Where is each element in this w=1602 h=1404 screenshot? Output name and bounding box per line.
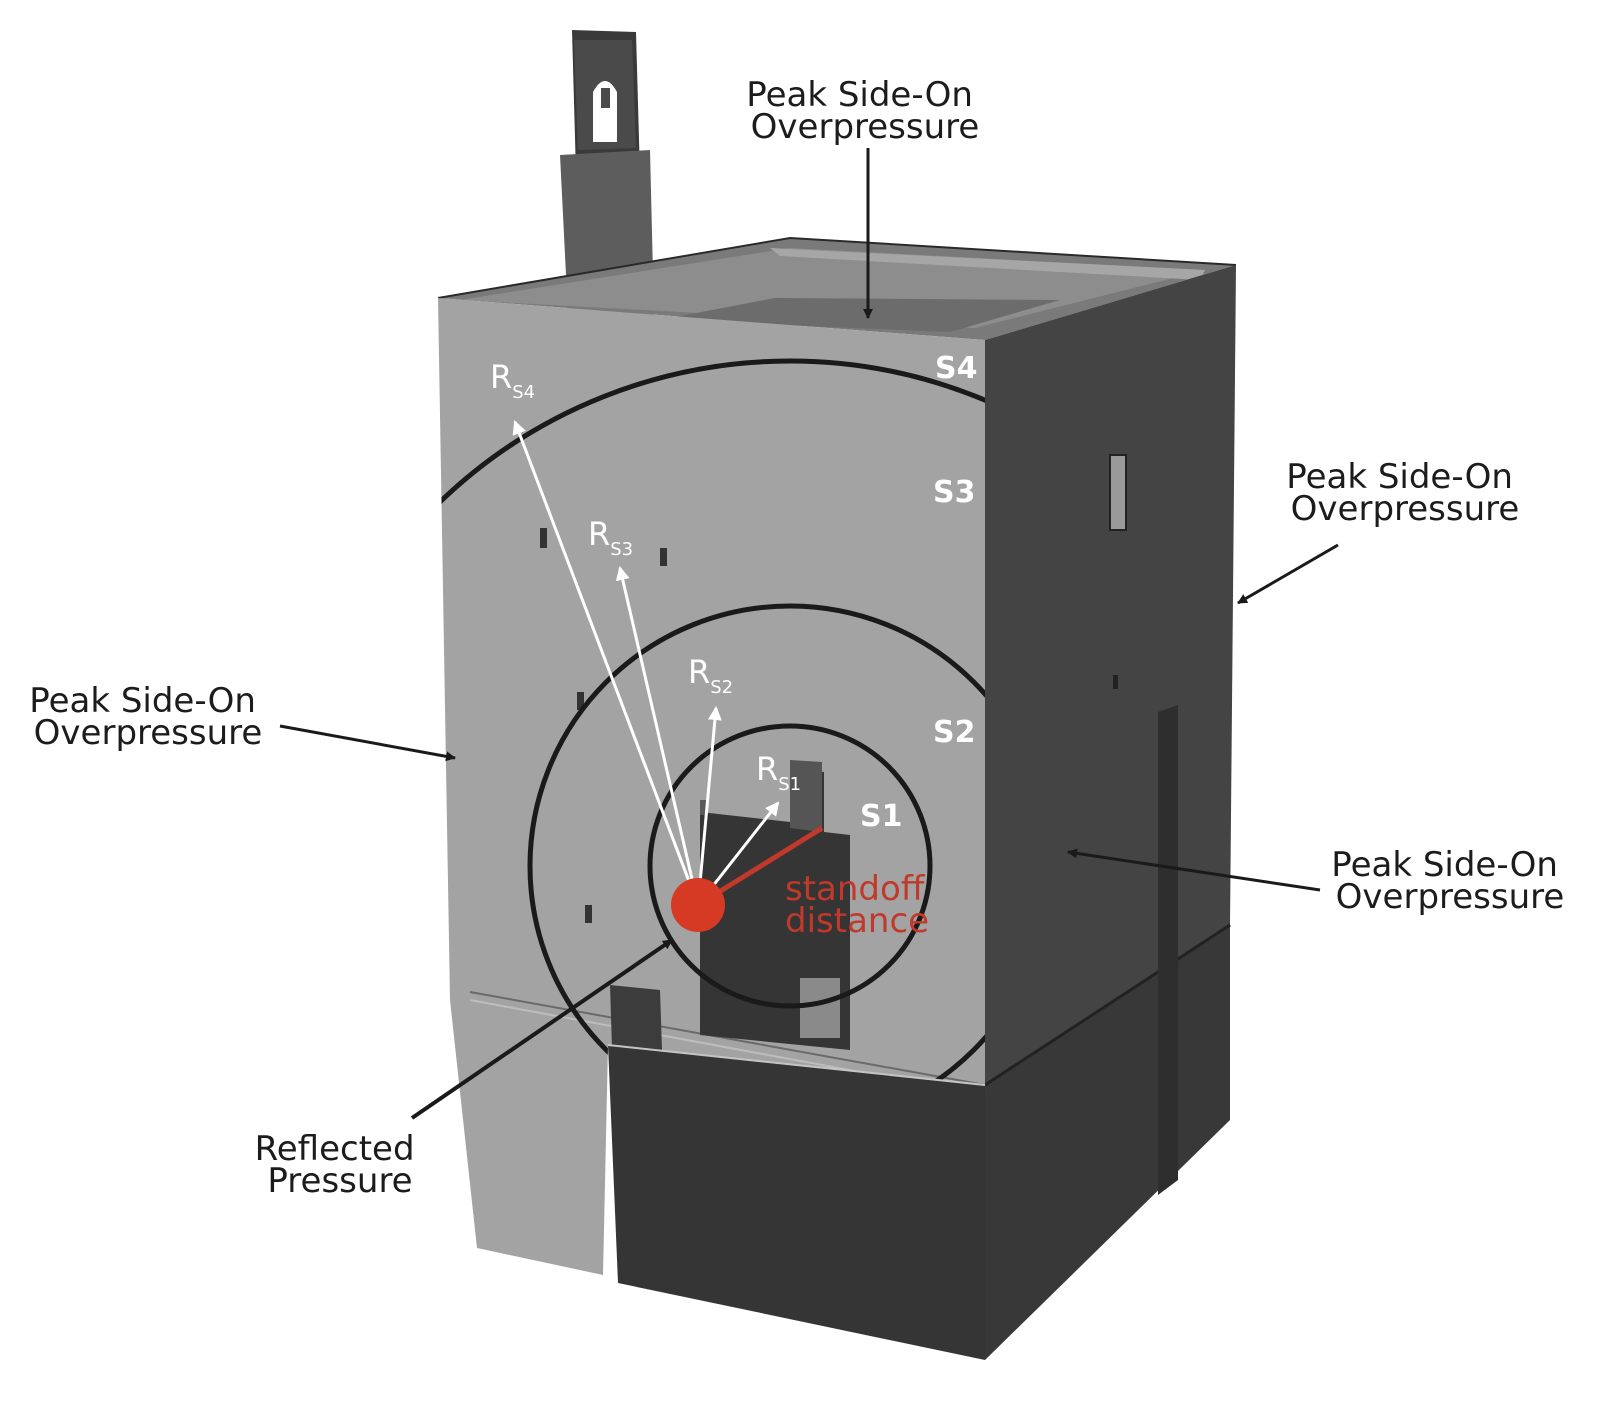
svg-text:Peak Side-On Overpressur: Peak Side-On Overpressure xyxy=(1331,845,1568,917)
zone-label-s4: S4 xyxy=(935,351,977,386)
radius-label-s1: RS1 xyxy=(756,750,801,795)
side-pilaster xyxy=(1158,705,1178,1195)
ring-s1 xyxy=(647,723,933,1009)
zone-label-s2: S2 xyxy=(933,715,975,750)
callout-right-lower: Peak Side-On Overpressure xyxy=(1067,845,1568,917)
radius-label-s4: RS4 xyxy=(490,358,535,403)
zone-label-s1: S1 xyxy=(860,799,902,834)
radius-arrow-s2 xyxy=(696,706,722,906)
standoff-label: standoff distance xyxy=(785,869,935,941)
chimney-opening xyxy=(593,81,617,142)
inner-partition xyxy=(610,760,850,1050)
zone-label-s3: S3 xyxy=(933,475,975,510)
callout-right-upper: Peak Side-On Overpressure xyxy=(1237,457,1523,605)
radius-arrow-s3 xyxy=(615,566,700,906)
radius-arrows xyxy=(512,420,780,906)
roof xyxy=(437,236,1237,340)
svg-text:Peak Side-On Overpressur: Peak Side-On Overpressure xyxy=(746,75,983,147)
radius-label-s2: RS2 xyxy=(688,653,733,698)
radius-labels: RS4 RS3 RS2 RS1 xyxy=(490,358,801,795)
radius-arrow-s4 xyxy=(512,420,700,906)
side-window xyxy=(1109,454,1127,531)
charge xyxy=(671,878,725,932)
callout-top: Peak Side-On Overpressure xyxy=(746,75,983,319)
callout-left: Peak Side-On Overpressure xyxy=(29,681,456,762)
svg-text:Reflected Pressure: Reflected Pressure xyxy=(255,1129,426,1201)
side-wall xyxy=(984,265,1236,1360)
radius-label-s3: RS3 xyxy=(588,515,633,560)
svg-text:Peak Side-On Overpressur: Peak Side-On Overpressure xyxy=(1286,457,1523,529)
callout-reflected: Reflected Pressure xyxy=(255,938,674,1201)
svg-text:Peak Side-On Overpressur: Peak Side-On Overpressure xyxy=(29,681,266,753)
zone-labels: S4 S3 S2 S1 xyxy=(860,351,977,834)
ring-s3 xyxy=(438,358,985,1275)
front-block xyxy=(607,1044,986,1360)
